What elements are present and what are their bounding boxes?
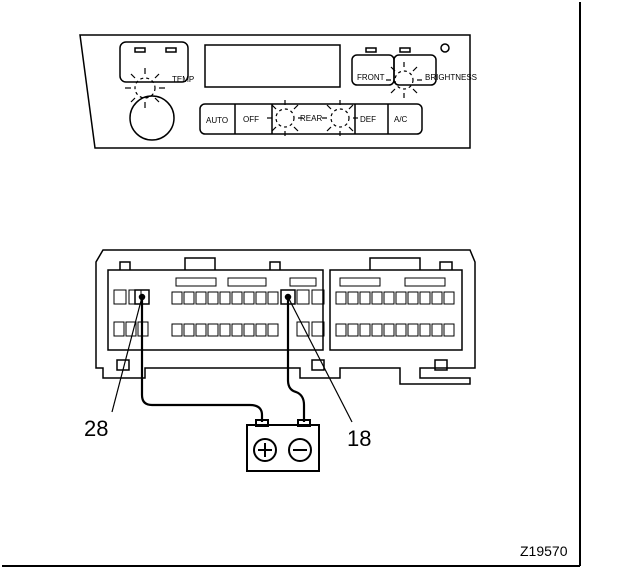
def-button-label: DEF (360, 115, 376, 124)
pin-cavity (419, 291, 431, 305)
indicator-led-4 (399, 47, 411, 53)
pin-cavity (407, 323, 419, 337)
pin-cavity (255, 291, 267, 305)
pin-cavity (195, 323, 207, 337)
pin-cavity (113, 289, 127, 305)
pin-cavity (255, 323, 267, 337)
off-button-label: OFF (243, 115, 259, 124)
leader-28 (111, 296, 143, 413)
pin-cavity (183, 323, 195, 337)
figure-code: Z19570 (520, 543, 568, 559)
flash-burst-def (386, 62, 422, 98)
pin-cavity (195, 291, 207, 305)
indicator-led-1 (134, 47, 146, 53)
pin-cavity (335, 323, 347, 337)
battery-terminal-positive (255, 419, 269, 427)
pin-cavity (171, 323, 183, 337)
pin-cavity (183, 291, 195, 305)
lead-pin-28-to-positive (140, 297, 264, 422)
pin-cavity (443, 323, 455, 337)
control-panel (79, 34, 471, 149)
pin-cavity (231, 291, 243, 305)
pin-cavity (311, 289, 325, 305)
connector-slot (175, 277, 217, 287)
pin-cavity (296, 321, 310, 337)
battery (246, 419, 320, 472)
pin-cavity (267, 323, 279, 337)
ecu-connector (95, 249, 476, 385)
pin-cavity (359, 291, 371, 305)
pin-cavity (125, 321, 137, 337)
indicator-led-3 (365, 47, 377, 53)
connector-slot (289, 277, 317, 287)
temp-label: TEMP (172, 75, 194, 84)
pin-cavity (395, 291, 407, 305)
positive-symbol-ring (253, 438, 277, 462)
pin-cavity (431, 291, 443, 305)
pin-cavity (419, 323, 431, 337)
connector-pin-grid (113, 277, 455, 337)
pin-cavity (311, 321, 325, 337)
pin-cavity (207, 323, 219, 337)
connector-housing-right (329, 269, 463, 351)
temp-dial (129, 95, 175, 141)
flash-burst-off (267, 100, 303, 136)
battery-body (246, 424, 320, 472)
pin-cavity (347, 291, 359, 305)
pin-cavity (171, 291, 183, 305)
callout-leaders (111, 296, 353, 423)
temp-button-frame (119, 41, 189, 83)
connector-slot (227, 277, 267, 287)
pin-18-label: 18 (347, 426, 371, 451)
mount-tab-right (434, 359, 448, 371)
test-leads (140, 297, 306, 422)
display-window (204, 44, 341, 88)
pin-cavity (219, 291, 231, 305)
pin-cavity (383, 291, 395, 305)
lead-pin-18-to-negative (286, 297, 306, 422)
pin-cavity (243, 323, 255, 337)
pin-cavity (267, 291, 279, 305)
flash-bursts (125, 62, 422, 136)
front-button-label: FRONT (357, 73, 385, 82)
auto-button-label: AUTO (206, 116, 228, 125)
mount-tab-mid (311, 359, 325, 371)
negative-symbol-ring (288, 438, 312, 462)
pin-cavity (407, 291, 419, 305)
pin-cavity (113, 321, 125, 337)
pin-cavity (371, 291, 383, 305)
pin-cavity (359, 323, 371, 337)
leader-18 (287, 296, 353, 423)
pin-cavity (335, 291, 347, 305)
sensor-icon (440, 43, 450, 53)
pin-cavity (231, 323, 243, 337)
pin-cavity (347, 323, 359, 337)
battery-terminal-negative (297, 419, 311, 427)
connector-slot (339, 277, 381, 287)
pin-cavity (431, 323, 443, 337)
pin-cavity (207, 291, 219, 305)
pin-cavity (395, 323, 407, 337)
pin-28-label: 28 (84, 416, 108, 441)
button-strip (199, 103, 423, 135)
figure-border (2, 2, 581, 567)
flash-burst-temp (125, 68, 165, 108)
ac-button-label: A/C (394, 115, 408, 124)
pin-cavity (296, 289, 310, 305)
pin-cavity (219, 323, 231, 337)
pin-cavity (243, 291, 255, 305)
pin-cavity (371, 323, 383, 337)
connector-slot (404, 277, 446, 287)
panel-labels: AUTO OFF A/C FRONT DEF REAR TEMP BRIGHTN… (172, 73, 477, 125)
flash-burst-mode (322, 100, 358, 136)
brightness-label: BRIGHTNESS (425, 73, 477, 82)
indicator-led-2 (165, 47, 177, 53)
rear-button-label: REAR (300, 114, 322, 123)
pin-cavity (383, 323, 395, 337)
pin-cavity (443, 291, 455, 305)
